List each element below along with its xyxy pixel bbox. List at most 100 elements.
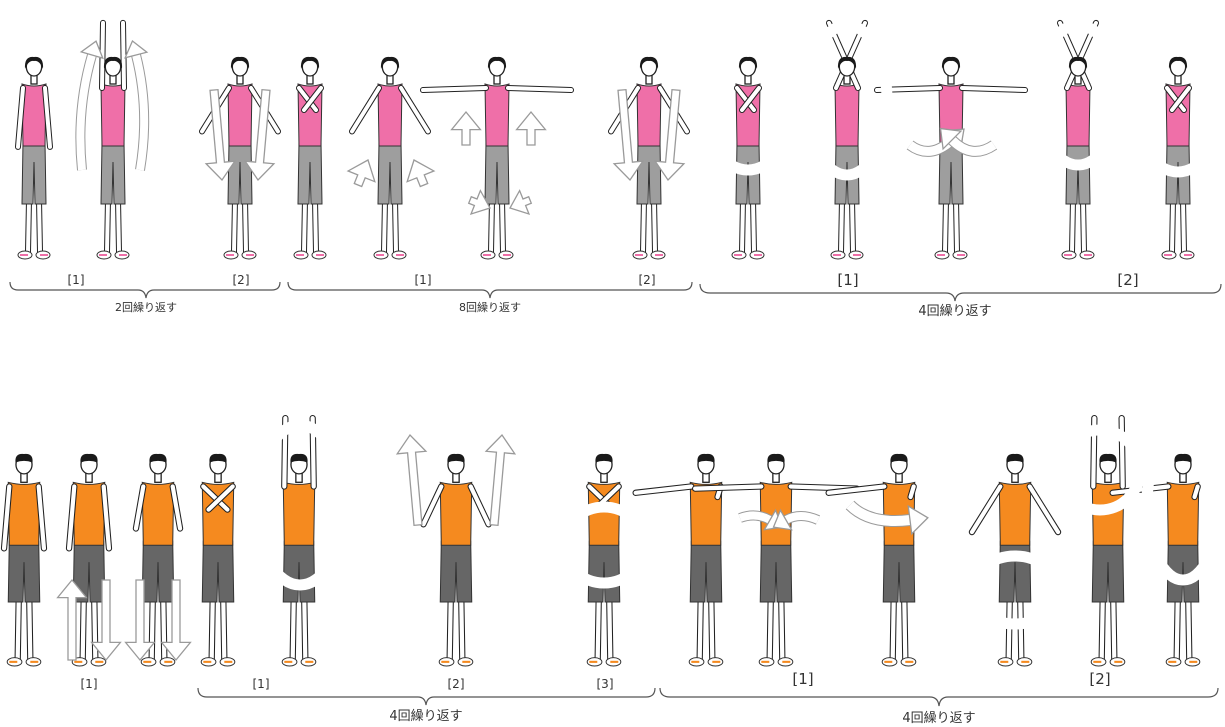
figure-leg-fill (304, 598, 305, 659)
figure-leg-fill (1172, 200, 1173, 252)
bottom-g1-step-1: [1] (81, 677, 98, 691)
figure-leg-fill (107, 200, 108, 252)
figure-leg-fill (841, 200, 842, 252)
figure-shorts (378, 142, 402, 204)
figure-arm-fill (18, 88, 23, 147)
figure-leg-fill (450, 598, 451, 659)
figure-leg-fill (234, 200, 235, 252)
figure-top-4 (294, 57, 326, 259)
figures-layer (4, 23, 1200, 666)
top-g3-step-1: [1] (837, 271, 858, 289)
figure-top-11 (1060, 23, 1096, 259)
figure-shirt (835, 84, 859, 146)
figure-leg-fill (654, 200, 655, 252)
figure-leg-fill (711, 598, 712, 659)
figure-leg-fill (293, 598, 294, 659)
figure-arm-fill (4, 487, 9, 549)
figure-shirt (1066, 84, 1090, 146)
figure-shirt (999, 482, 1031, 545)
figure-shirt (637, 84, 661, 146)
figure-arm-fill (471, 487, 489, 525)
figure-shorts (690, 541, 722, 602)
figure-shorts (283, 541, 315, 602)
figure-leg-fill (609, 598, 610, 659)
figure-leg-fill (700, 598, 701, 659)
top-g1-step-2: [2] (233, 273, 250, 287)
figure-arm-fill (695, 487, 761, 489)
figure-arm-fill (1122, 418, 1123, 486)
brace-top-3 (700, 284, 1221, 301)
figure-top-7 (611, 57, 687, 259)
figure-leg-fill (945, 200, 946, 252)
figure-leg-fill (28, 200, 29, 252)
figure-leg-fill (1083, 200, 1084, 252)
figure-leg-fill (118, 200, 119, 252)
figure-arm-fill (962, 88, 1025, 90)
figure-shorts (202, 541, 234, 602)
figure-leg-fill (304, 200, 305, 252)
figure-bottom-6 (423, 454, 488, 666)
figure-arm-fill (423, 487, 441, 525)
figure-leg-fill (1113, 598, 1114, 659)
figure-bottom-4 (201, 454, 235, 666)
figure-arm-fill (123, 23, 124, 88)
figure-top-1 (18, 57, 50, 259)
figure-bottom-1 (4, 454, 44, 666)
figure-arm-fill (39, 487, 44, 549)
figure-shorts (8, 541, 40, 602)
figure-leg-fill (781, 598, 782, 659)
figure-leg-fill (753, 200, 754, 252)
figure-leg-fill (1183, 200, 1184, 252)
figure-leg-fill (643, 200, 644, 252)
figure-leg-fill (956, 200, 957, 252)
figure-shorts (22, 142, 46, 204)
figure-leg-fill (491, 200, 492, 252)
bottom-g2-step-3: [3] (597, 677, 614, 691)
figure-top-6 (423, 57, 571, 259)
figure-shorts (142, 541, 174, 602)
figure-shorts (1092, 541, 1124, 602)
figure-shorts (999, 541, 1031, 602)
figure-top-8 (732, 57, 764, 259)
arrow-in-right-icon (510, 191, 531, 214)
top-g1-step-1: [1] (68, 273, 85, 287)
figure-leg-fill (395, 200, 396, 252)
figure-shirt (73, 482, 105, 545)
figure-arm-fill (423, 88, 486, 90)
arrow-up-left-icon (348, 160, 375, 186)
top-g3-step-2: [2] (1117, 271, 1138, 289)
figure-shorts (588, 541, 620, 602)
figure-leg-fill (770, 598, 771, 659)
figure-shorts (485, 142, 509, 204)
figure-arm-fill (45, 88, 50, 147)
figure-leg-fill (1072, 200, 1073, 252)
top-g3-repeat: 4回繰り返す (918, 304, 991, 319)
figure-bottom-12 (1091, 418, 1125, 666)
figure-arm-fill (1030, 487, 1058, 533)
arrow-up-icon (486, 435, 515, 525)
figure-arm-fill (401, 88, 428, 131)
brace-bottom-3 (660, 688, 1218, 706)
figure-arm-fill (508, 88, 571, 90)
figure-leg-fill (502, 200, 503, 252)
figure-shirt (228, 84, 252, 146)
figure-top-9 (829, 23, 865, 259)
figure-shirt (101, 84, 125, 146)
figure-arm-fill (104, 487, 109, 549)
figure-arm-fill (972, 487, 1000, 533)
figure-shorts (298, 142, 322, 204)
figure-shirt (22, 84, 46, 146)
figure-leg-fill (893, 598, 894, 659)
top-g2-repeat: 8回繰り返す (459, 300, 521, 314)
brace-top-2 (288, 282, 692, 298)
figure-top-5 (352, 57, 428, 259)
figure-leg-fill (212, 598, 213, 659)
arrow-up-icon (397, 435, 426, 525)
top-g2-step-1: [1] (415, 273, 432, 287)
figure-leg-fill (245, 200, 246, 252)
figure-shirt (378, 84, 402, 146)
bottom-g2-repeat: 4回繰り返す (389, 709, 462, 724)
figure-shirt (283, 482, 315, 545)
figure-leg-fill (1188, 598, 1189, 659)
